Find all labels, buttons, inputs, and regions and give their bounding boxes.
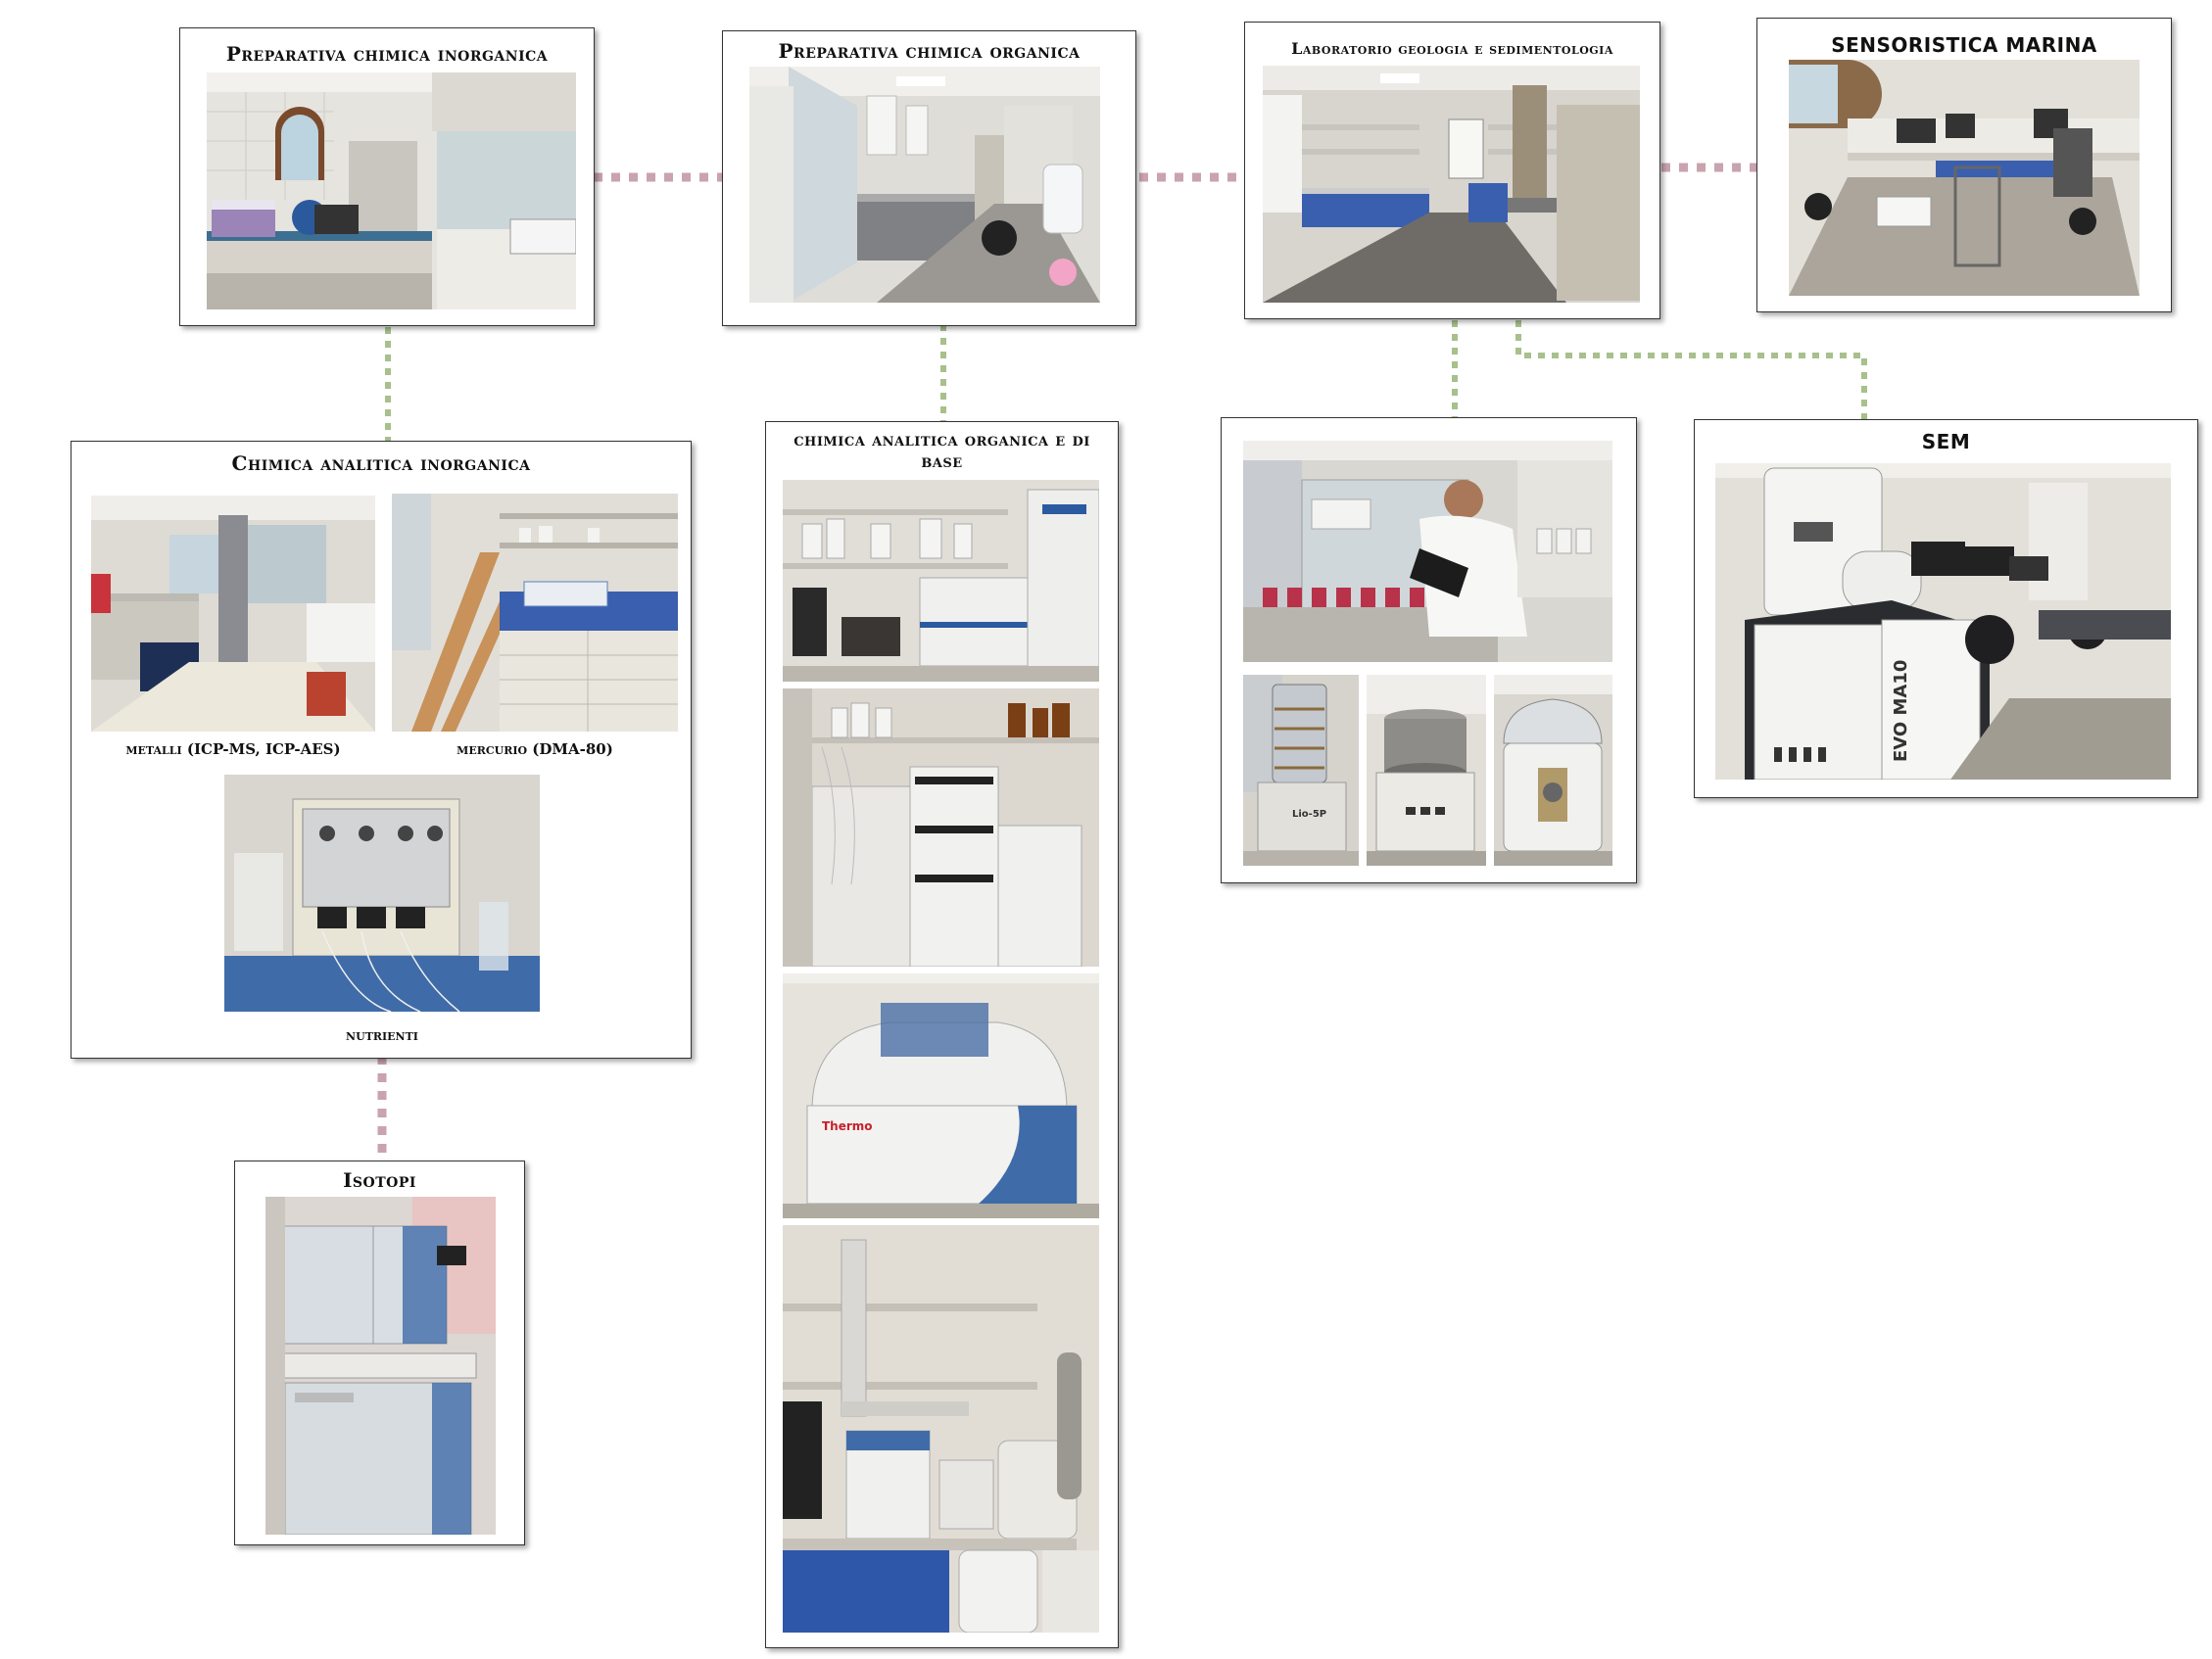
photo-sem-evo: EVO MA10 — [1715, 463, 2171, 780]
photo-mercurio — [392, 494, 678, 732]
photo-isotopi — [265, 1197, 496, 1535]
box-geologia-sedimentologia: Laboratorio geologia e sedimentologia — [1244, 22, 1660, 319]
photo-setacciatore — [1367, 675, 1486, 866]
box-preparativa-organica: Preparativa chimica organica — [722, 30, 1136, 326]
box-title: Preparativa chimica organica — [778, 39, 1081, 63]
box-title: SENSORISTICA MARINA — [1831, 33, 2097, 57]
box-sem: SEM EVO MA10 — [1694, 419, 2198, 798]
photo-metalli — [91, 496, 375, 732]
box-analitica-organica: chimica analitica organica e di base — [765, 421, 1119, 1648]
caption-nutrienti: nutrienti — [346, 1026, 418, 1044]
photo-strumento-2 — [783, 688, 1099, 967]
caption-metalli: metalli (ICP-MS, ICP-AES) — [125, 740, 341, 758]
box-isotopi: Isotopi — [234, 1161, 525, 1545]
box-title: SEM — [1921, 430, 1971, 453]
box-title: chimica analitica organica e di base — [793, 430, 1090, 472]
lab-photo — [1789, 60, 2140, 296]
lab-photo — [749, 67, 1100, 303]
photo-liofilizzatore: Lio-5P — [1243, 675, 1359, 866]
box-preparativa-inorganica: Preparativa chimica inorganica — [179, 27, 595, 326]
box-sensoristica-marina: SENSORISTICA MARINA — [1756, 18, 2172, 312]
caption-mercurio: mercurio (DMA-80) — [457, 740, 613, 758]
thermo-logo: Thermo — [822, 1119, 873, 1133]
box-sedimentologia-strumenti: Lio-5P — [1221, 417, 1637, 883]
photo-strumento-1 — [783, 480, 1099, 682]
photo-nutrienti — [224, 775, 540, 1012]
lio-label: Lio-5P — [1292, 809, 1326, 820]
photo-strumento-4 — [783, 1225, 1099, 1633]
box-title: Isotopi — [343, 1168, 416, 1192]
photo-operatore-laboratorio — [1243, 441, 1612, 662]
photo-mulino — [1494, 675, 1612, 866]
lab-photo — [1263, 66, 1640, 303]
box-analitica-inorganica: Chimica analitica inorganica — [71, 441, 692, 1059]
connector-geo-to-sem — [1515, 320, 1867, 421]
lab-photo — [207, 72, 576, 309]
evo-label: EVO MA10 — [1891, 660, 1911, 762]
box-title: Preparativa chimica inorganica — [225, 42, 549, 66]
photo-spettrometro-thermo: Thermo — [783, 973, 1099, 1218]
box-title: Laboratorio geologia e sedimentologia — [1291, 39, 1613, 58]
box-title: Chimica analitica inorganica — [231, 451, 531, 475]
